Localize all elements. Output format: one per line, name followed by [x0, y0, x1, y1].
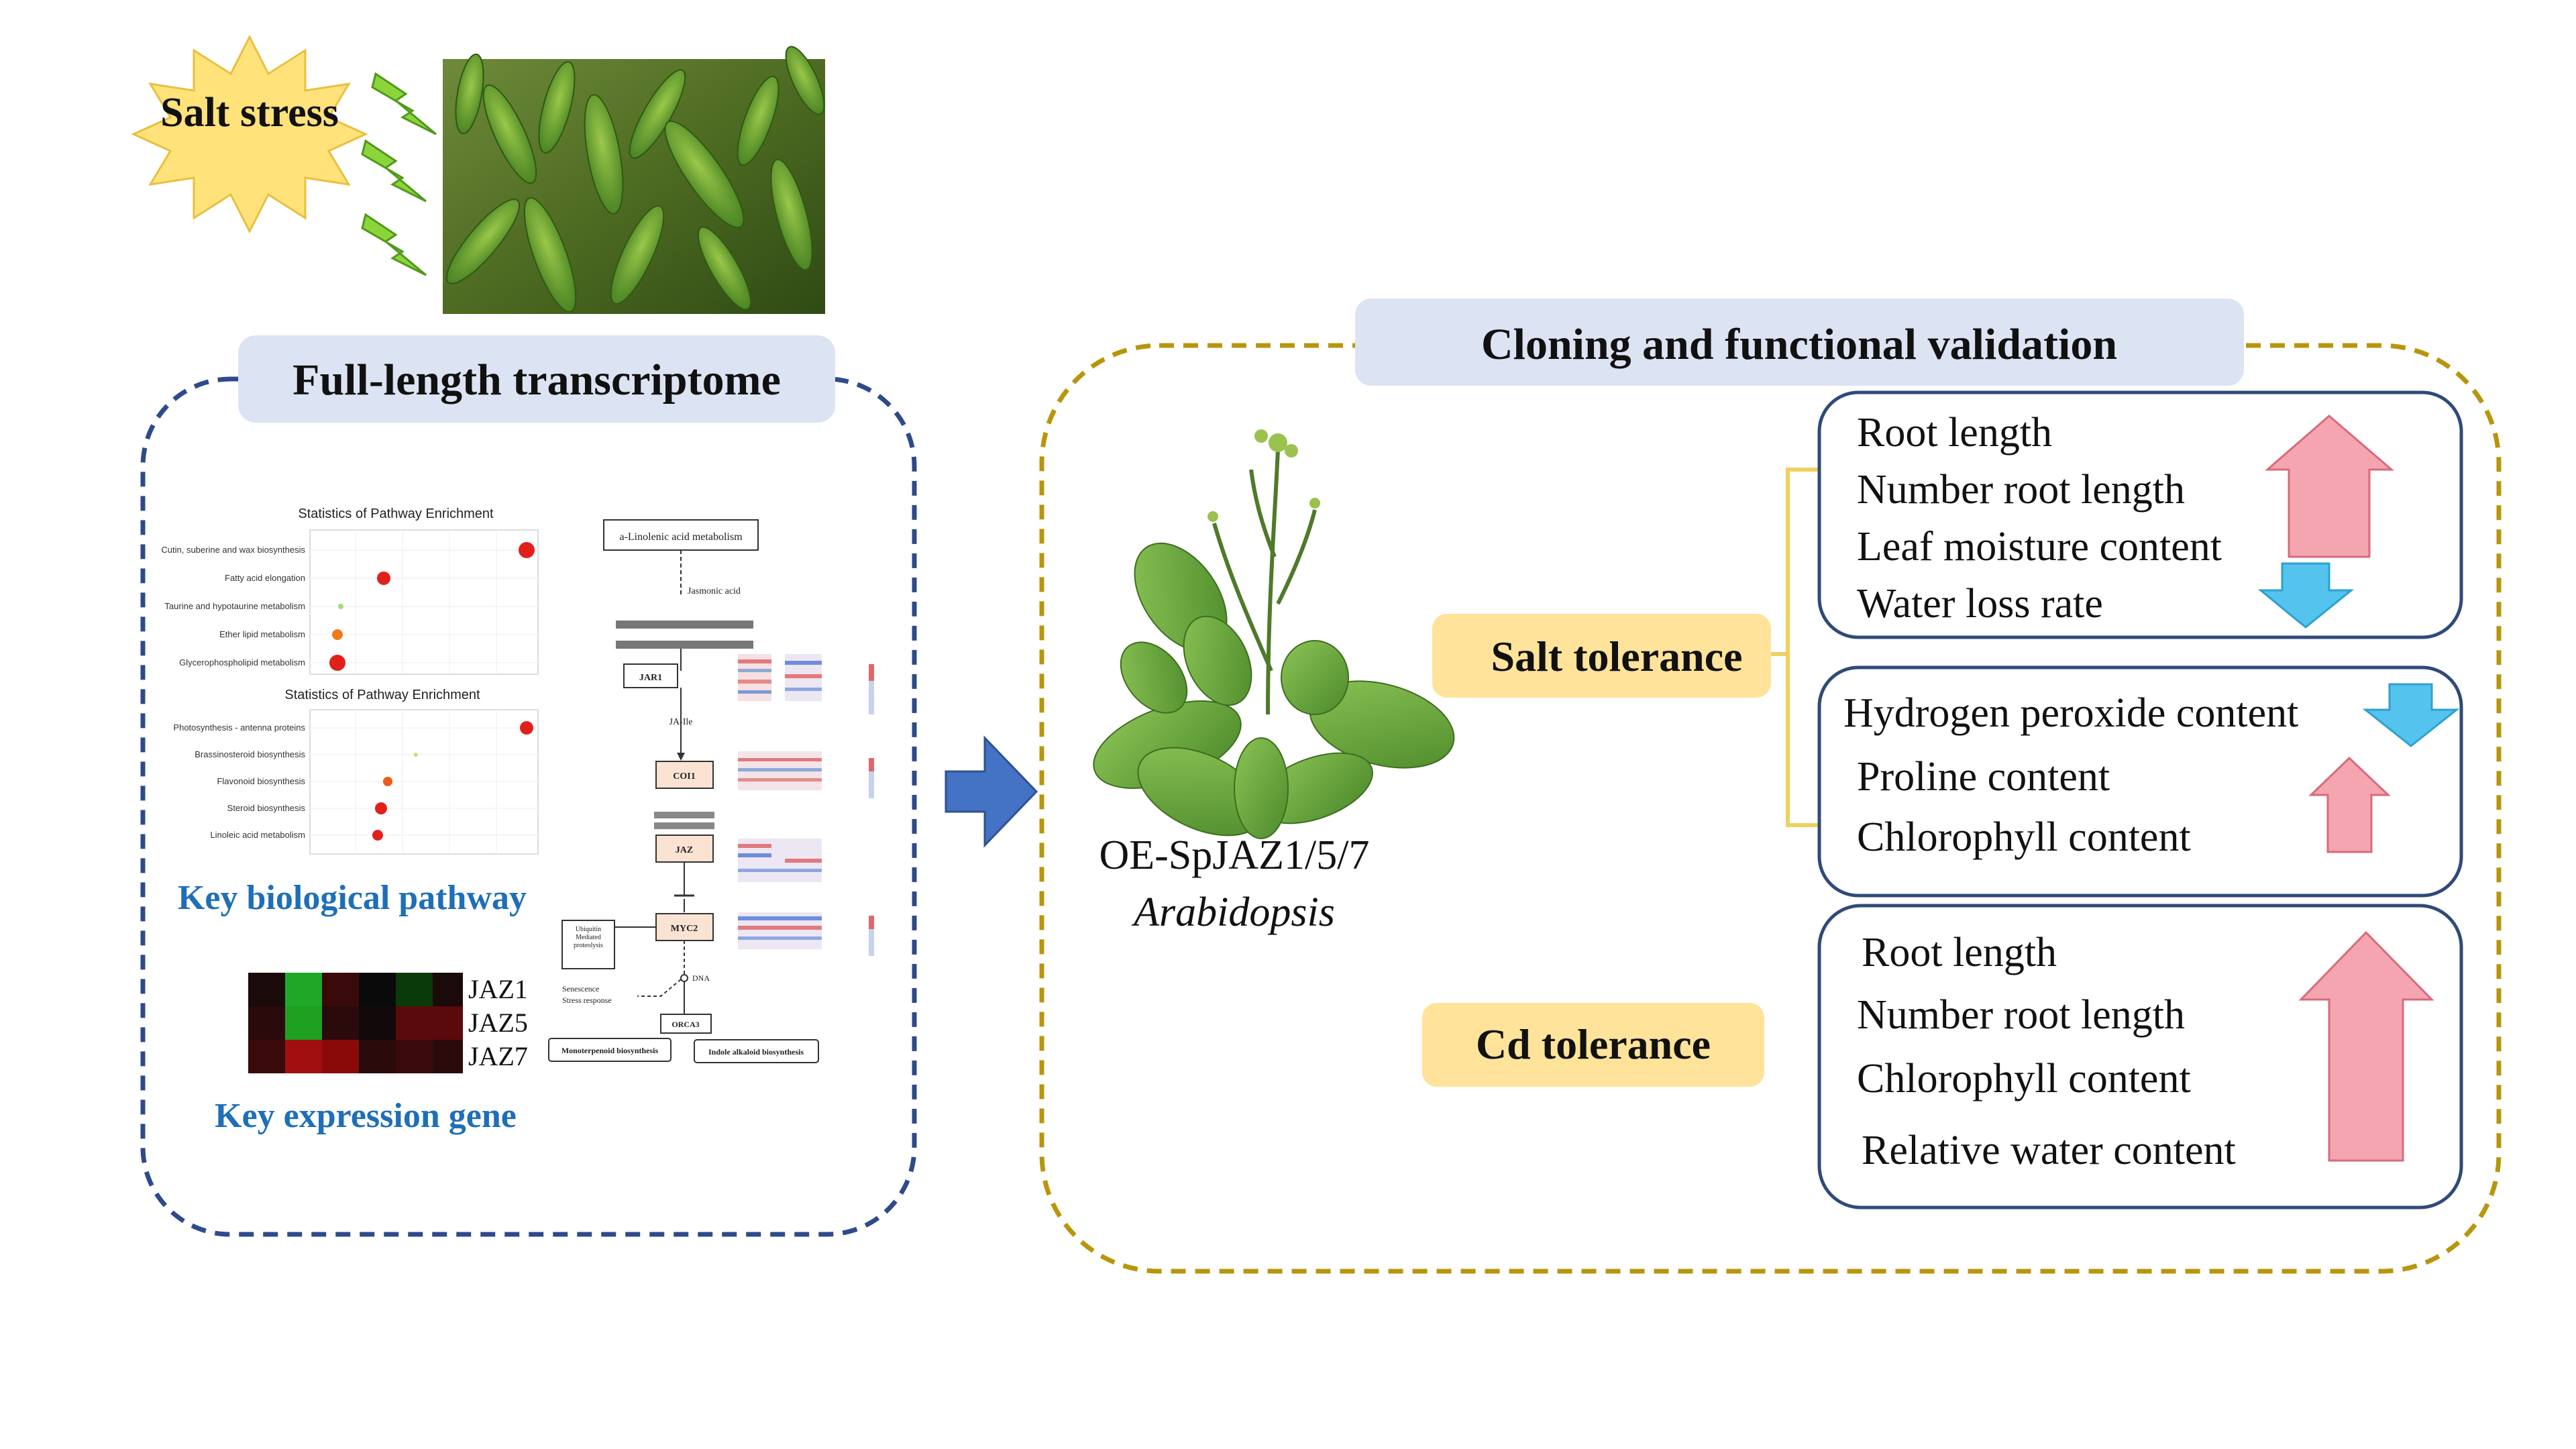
- enrichment-dot: [338, 604, 343, 609]
- lightning-icon: [361, 213, 427, 276]
- enrichment-dot: [383, 777, 392, 786]
- increase-arrow-icon: [2298, 930, 2434, 1162]
- pathway-node: ORCA3: [672, 1020, 699, 1029]
- left-panel: Full-length transcriptome: [140, 335, 917, 1237]
- decrease-arrow-icon: [2362, 683, 2460, 747]
- pathway-label: Linoleic acid metabolism: [210, 830, 305, 840]
- pathway-label: Flavonoid biosynthesis: [217, 776, 305, 786]
- right-panel-title: Cloning and functional validation: [1481, 320, 2117, 369]
- pathway-node: Indole alkaloid biosynthesis: [708, 1047, 804, 1057]
- salt-stress-burst: Salt stress: [131, 34, 368, 234]
- pathway-node: Jasmonic acid: [688, 586, 741, 596]
- left-panel-title: Full-length transcriptome: [292, 356, 781, 405]
- cd-tolerance-label: Cd tolerance: [1476, 1020, 1711, 1068]
- trait-text: Water loss rate: [1857, 581, 2103, 627]
- pathway-label: Brassinosteroid biosynthesis: [195, 749, 305, 759]
- enrichment-dot: [375, 802, 387, 814]
- ja-signaling-pathway: a-Linolenic acid metabolism Jasmonic aci…: [548, 519, 819, 1063]
- flow-arrow-icon: [945, 735, 1038, 848]
- lightning-icon: [371, 72, 437, 136]
- pathway-gene-heatmaps: [738, 654, 874, 956]
- pathway-node: COI1: [673, 771, 695, 782]
- pathway-node: JAZ: [676, 845, 693, 855]
- pathway-node: Senescence: [562, 984, 599, 994]
- pathway-label: Cutin, suberine and wax biosynthesis: [161, 545, 305, 555]
- enrichment-dot: [377, 572, 390, 585]
- trait-text: Chlorophyll content: [1857, 1056, 2191, 1102]
- plant-species-label: Arabidopsis: [1131, 890, 1335, 935]
- trait-text: Relative water content: [1862, 1128, 2236, 1173]
- salt-tolerance-group: Salt tolerance: [1432, 468, 1819, 827]
- enrichment-dot: [519, 542, 535, 558]
- plant-line-label: OE-SpJAZ1/5/7: [1099, 833, 1370, 878]
- enrichment-plot-2: Statistics of Pathway Enrichment Photosy…: [173, 688, 539, 855]
- trait-text: Proline content: [1857, 754, 2110, 800]
- salt-traits-box-1: Root length Number root length Leaf mois…: [1817, 390, 2463, 639]
- plot-title: Statistics of Pathway Enrichment: [298, 506, 494, 521]
- gene-label: JAZ1: [468, 974, 528, 1004]
- pathway-node: Stress response: [562, 996, 612, 1005]
- pathway-node: Ubiquitin Mediated proteolysis: [574, 926, 603, 949]
- pathway-caption: Key biological pathway: [178, 879, 527, 917]
- pathway-label: Photosynthesis - antenna proteins: [173, 722, 305, 733]
- pathway-label: Taurine and hypotaurine metabolism: [164, 601, 305, 611]
- cd-tolerance-group: Cd tolerance: [1422, 1003, 1764, 1087]
- increase-arrow-icon: [2308, 756, 2391, 853]
- arabidopsis-plant-illustration: [1093, 429, 1455, 839]
- lightning-icon: [361, 139, 427, 203]
- decrease-arrow-icon: [2257, 562, 2355, 629]
- enrichment-dot: [332, 629, 343, 640]
- pathway-label: Glycerophospholipid metabolism: [179, 657, 305, 667]
- salt-tolerance-label: Salt tolerance: [1491, 633, 1743, 680]
- trait-text: Chlorophyll content: [1857, 814, 2191, 860]
- gene-caption: Key expression gene: [215, 1097, 517, 1135]
- pathway-node: MYC2: [671, 924, 698, 934]
- pathway-node: a-Linolenic acid metabolism: [619, 531, 743, 543]
- gene-label: JAZ7: [468, 1041, 528, 1071]
- increase-arrow-icon: [2264, 415, 2395, 558]
- trait-text: Leaf moisture content: [1857, 524, 2222, 570]
- pathway-label: Ether lipid metabolism: [219, 629, 305, 639]
- salt-stress-label: Salt stress: [160, 90, 339, 136]
- halophyte-photo: [443, 46, 825, 314]
- trait-text: Root length: [1857, 410, 2052, 455]
- pathway-node: JA-Ile: [669, 717, 693, 727]
- pathway-node: DNA: [692, 973, 710, 983]
- enrichment-dot: [372, 830, 383, 841]
- starburst-shape: [131, 34, 368, 234]
- cd-traits-box: Root length Number root length Chlorophy…: [1817, 904, 2463, 1210]
- trait-text: Root length: [1862, 930, 2057, 975]
- right-panel: Cloning and functional validation: [1039, 299, 2502, 1274]
- enrichment-dot: [329, 655, 345, 671]
- enrichment-dot: [414, 753, 418, 757]
- pathway-node: JAR1: [639, 673, 662, 683]
- trait-text: Number root length: [1857, 992, 2185, 1038]
- jaz-expression-heatmap: JAZ1 JAZ5 JAZ7: [248, 973, 528, 1073]
- plot-title: Statistics of Pathway Enrichment: [284, 688, 480, 702]
- enrichment-dot: [520, 721, 533, 735]
- gene-label: JAZ5: [468, 1008, 528, 1038]
- trait-text: Hydrogen peroxide content: [1843, 690, 2298, 736]
- lightning-icons: [361, 72, 437, 276]
- enrichment-plot-1: Statistics of Pathway Enrichment Cutin, …: [161, 506, 539, 675]
- pathway-label: Steroid biosynthesis: [227, 803, 306, 813]
- pathway-label: Fatty acid elongation: [225, 573, 305, 583]
- pathway-node: Monoterpenoid biosynthesis: [561, 1046, 659, 1055]
- trait-text: Number root length: [1857, 467, 2185, 513]
- salt-traits-box-2: Hydrogen peroxide content Proline conten…: [1817, 665, 2463, 898]
